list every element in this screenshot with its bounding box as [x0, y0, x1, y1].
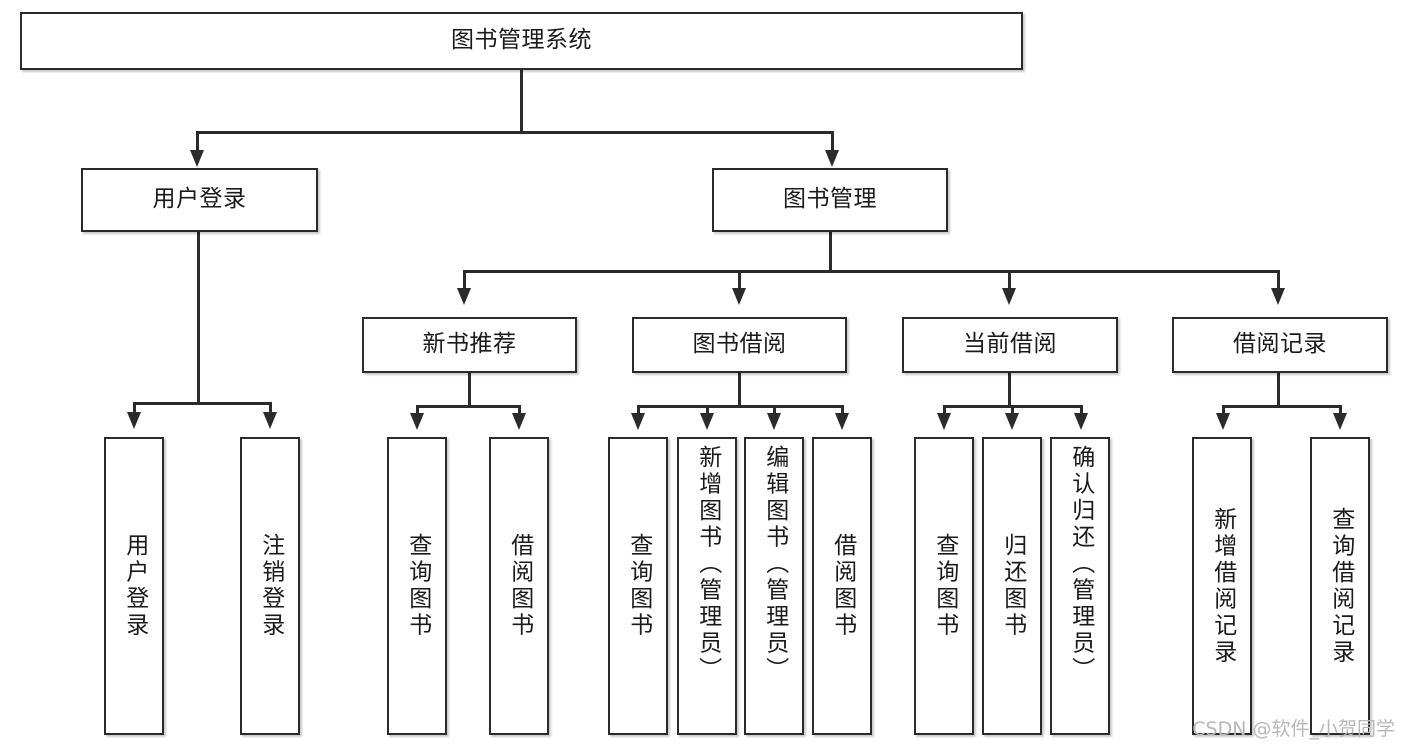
- node-leaf-user-login[interactable]: 用户登录: [104, 437, 164, 735]
- connector-bb-1: [637, 405, 640, 415]
- node-leaf-edit-book[interactable]: 编辑图书（管理员）: [744, 437, 804, 735]
- connector-br-right: [1339, 405, 1342, 415]
- node-borrow-record[interactable]: 借阅记录: [1172, 317, 1388, 373]
- node-leaf-borrow-book-1[interactable]: 借阅图书: [489, 437, 549, 735]
- arrowhead-leaf-query-record: [1333, 413, 1347, 430]
- node-leaf-query-book-2-label: 查询图书: [625, 533, 652, 639]
- connector-borrow-record-stem: [1277, 373, 1280, 406]
- connector-borrow-record-bus: [1222, 405, 1341, 408]
- connector-root-to-user-login: [196, 131, 199, 153]
- connector-level3-bus: [463, 270, 1277, 273]
- arrowhead-to-current-borrow: [1002, 288, 1016, 305]
- arrowhead-leaf-borrow-book-1: [512, 413, 526, 430]
- node-leaf-query-book-3-label: 查询图书: [931, 533, 958, 639]
- node-root[interactable]: 图书管理系统: [20, 12, 1023, 70]
- arrowhead-leaf-user-login: [127, 412, 141, 429]
- arrowhead-to-new-book-recommend: [457, 288, 471, 305]
- arrowhead-leaf-query-book-2: [631, 413, 645, 430]
- node-current-borrow-label: 当前借阅: [963, 331, 1057, 358]
- node-new-book-recommend[interactable]: 新书推荐: [362, 317, 577, 373]
- node-current-borrow[interactable]: 当前借阅: [902, 317, 1118, 373]
- connector-nbr-left: [416, 405, 419, 415]
- node-book-management[interactable]: 图书管理: [712, 168, 948, 232]
- connector-new-book-recommend-stem: [468, 373, 471, 406]
- connector-book-borrow-stem: [738, 373, 741, 406]
- node-leaf-borrow-book-1-label: 借阅图书: [506, 533, 533, 639]
- node-leaf-user-logout[interactable]: 注销登录: [240, 437, 300, 735]
- arrowhead-leaf-borrow-book-2: [835, 413, 849, 430]
- watermark-text: CSDN @软件_小贺同学: [1192, 718, 1395, 740]
- connector-to-book-borrow: [738, 270, 741, 290]
- node-leaf-query-record-label: 查询借阅记录: [1327, 506, 1354, 666]
- arrowhead-to-book-management: [825, 150, 839, 167]
- arrowhead-leaf-confirm-return: [1074, 413, 1088, 430]
- connector-cb-2: [1011, 405, 1014, 415]
- connector-user-login-stem: [197, 232, 200, 403]
- arrowhead-to-book-borrow: [732, 288, 746, 305]
- node-leaf-add-book-label: 新增图书（管理员）: [694, 445, 721, 684]
- node-leaf-query-book-1-label: 查询图书: [404, 533, 431, 639]
- node-leaf-user-logout-label: 注销登录: [257, 533, 284, 639]
- arrowhead-to-borrow-record: [1271, 288, 1285, 305]
- arrowhead-leaf-user-logout: [263, 412, 277, 429]
- arrowhead-leaf-query-book-1: [410, 413, 424, 430]
- connector-book-management-stem: [829, 232, 832, 271]
- arrowhead-leaf-add-record: [1216, 413, 1230, 430]
- node-user-login-label: 用户登录: [152, 186, 247, 213]
- connector-nbr-right: [518, 405, 521, 415]
- node-leaf-return-book-label: 归还图书: [999, 533, 1026, 639]
- connector-root-to-book-management: [831, 131, 834, 153]
- node-leaf-query-book-3[interactable]: 查询图书: [914, 437, 974, 735]
- connector-cb-3: [1080, 405, 1083, 415]
- connector-user-login-left: [133, 402, 136, 414]
- connector-book-borrow-bus: [637, 405, 841, 408]
- node-leaf-edit-book-label: 编辑图书（管理员）: [761, 445, 788, 684]
- node-leaf-add-record[interactable]: 新增借阅记录: [1192, 437, 1252, 735]
- connector-bb-3: [773, 405, 776, 415]
- node-leaf-query-book-2[interactable]: 查询图书: [608, 437, 668, 735]
- node-user-login[interactable]: 用户登录: [81, 168, 318, 232]
- node-leaf-query-record[interactable]: 查询借阅记录: [1310, 437, 1370, 735]
- arrowhead-leaf-add-book: [700, 413, 714, 430]
- node-borrow-record-label: 借阅记录: [1233, 331, 1327, 358]
- node-leaf-borrow-book-2[interactable]: 借阅图书: [812, 437, 872, 735]
- connector-br-left: [1222, 405, 1225, 415]
- node-leaf-add-book[interactable]: 新增图书（管理员）: [677, 437, 737, 735]
- connector-to-current-borrow: [1008, 270, 1011, 290]
- connector-user-login-bus: [133, 402, 269, 405]
- arrowhead-leaf-edit-book: [767, 413, 781, 430]
- connector-bb-2: [706, 405, 709, 415]
- node-root-label: 图书管理系统: [451, 27, 592, 54]
- node-leaf-return-book[interactable]: 归还图书: [982, 437, 1042, 735]
- node-leaf-query-book-1[interactable]: 查询图书: [387, 437, 447, 735]
- connector-current-borrow-stem: [1008, 373, 1011, 406]
- arrowhead-to-user-login: [190, 150, 204, 167]
- connector-new-book-recommend-bus: [416, 405, 520, 408]
- connector-root-stem: [520, 70, 523, 132]
- node-book-borrow[interactable]: 图书借阅: [632, 317, 847, 373]
- node-leaf-confirm-return[interactable]: 确认归还（管理员）: [1050, 437, 1110, 735]
- connector-root-bus: [196, 131, 834, 134]
- connector-user-login-right: [269, 402, 272, 414]
- node-leaf-borrow-book-2-label: 借阅图书: [829, 533, 856, 639]
- arrowhead-leaf-query-book-3: [937, 413, 951, 430]
- node-leaf-user-login-label: 用户登录: [121, 533, 148, 639]
- connector-to-borrow-record: [1277, 270, 1280, 290]
- node-book-management-label: 图书管理: [783, 186, 877, 213]
- node-leaf-confirm-return-label: 确认归还（管理员）: [1067, 445, 1094, 684]
- connector-bb-4: [841, 405, 844, 415]
- node-new-book-recommend-label: 新书推荐: [422, 331, 517, 358]
- node-leaf-add-record-label: 新增借阅记录: [1209, 506, 1236, 666]
- node-book-borrow-label: 图书借阅: [692, 331, 787, 358]
- connector-cb-1: [943, 405, 946, 415]
- connector-to-new-book-recommend: [463, 270, 466, 290]
- arrowhead-leaf-return-book: [1005, 413, 1019, 430]
